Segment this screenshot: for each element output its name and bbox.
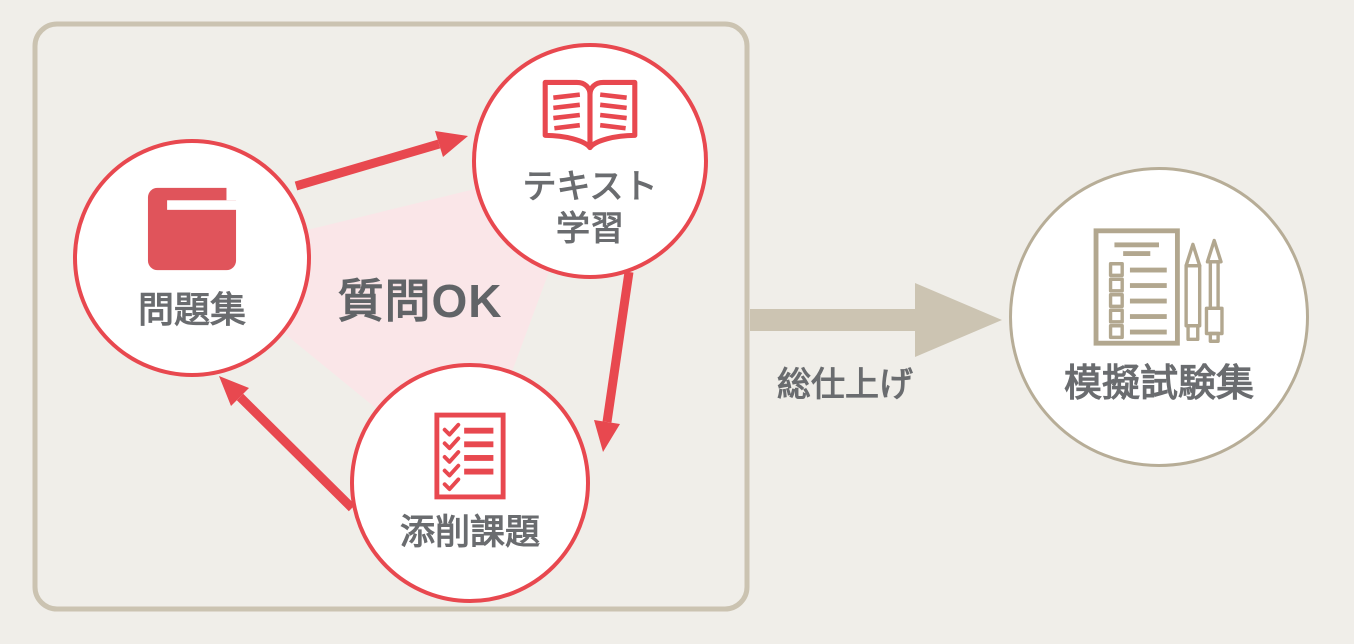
node-text-study-label: テキスト 学習 [523,166,658,251]
node-text-study-label-line1: テキスト [522,167,658,206]
arrow-textstudy-to-correction [594,271,634,452]
question-ok-label: 質問OK [337,275,503,327]
cycle-box-border [32,21,750,612]
node-text-study: テキスト 学習 [472,43,708,279]
final-step-arrow [750,283,1002,357]
closed-book-icon [147,184,242,271]
exam-sheet-pencils-icon [1093,228,1224,346]
arrow-correction-to-workbook [219,376,356,512]
open-book-icon [542,79,638,150]
checklist-icon [434,412,506,500]
arrow-workbook-to-textstudy [294,131,468,191]
node-mock-exam-label: 模擬試験集 [1063,363,1254,406]
node-text-study-label-line2: 学習 [555,210,624,248]
node-correction: 添削課題 [350,363,590,603]
final-step-arrow-label: 総仕上げ [777,366,913,404]
node-workbook: 問題集 [73,139,311,377]
node-workbook-label: 問題集 [137,289,246,330]
node-correction-label: 添削課題 [399,513,540,553]
node-mock-exam: 模擬試験集 [1009,167,1309,467]
